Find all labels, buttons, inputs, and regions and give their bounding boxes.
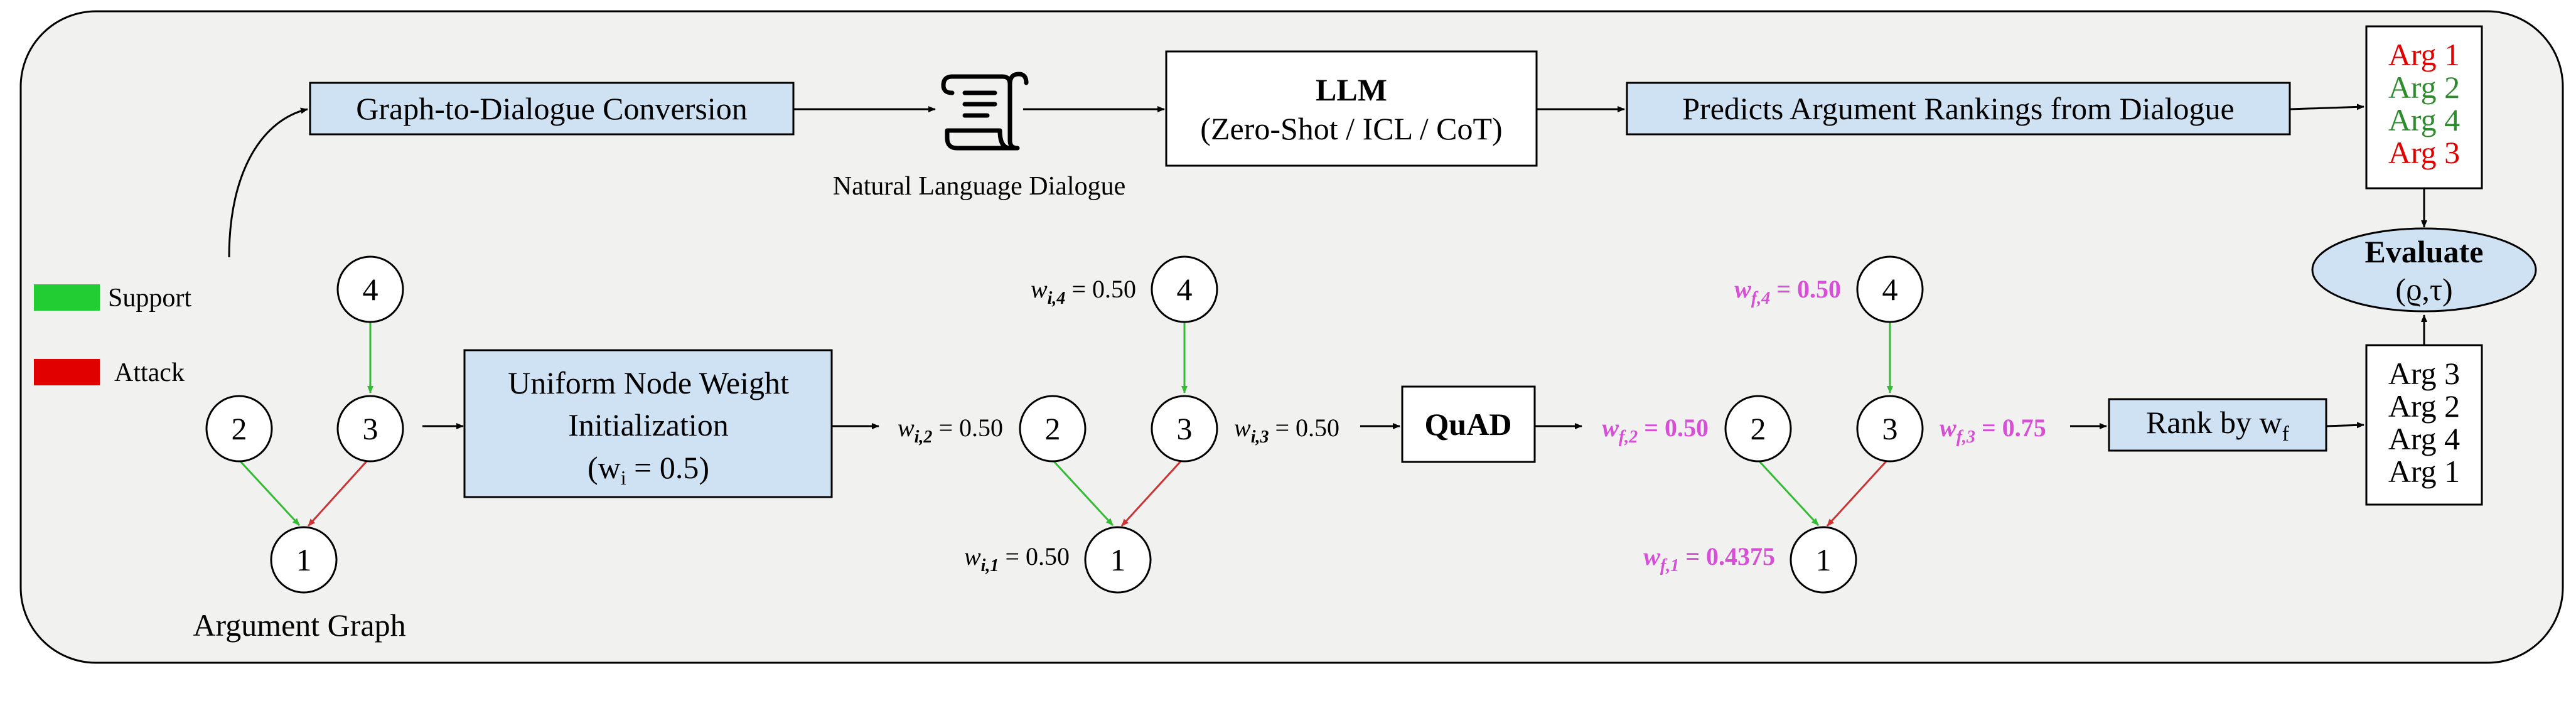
support-edge [1051, 459, 1114, 527]
legend-attack-label: Attack [114, 358, 185, 387]
evaluate-node: Evaluate (ϱ,τ) [2311, 227, 2537, 313]
graph-node: 3 [1151, 395, 1218, 463]
support-edge [1757, 459, 1820, 527]
rank-by-label: Rank by wf [2146, 405, 2290, 446]
svg-text:2: 2 [1751, 411, 1766, 446]
support-edge [238, 459, 301, 527]
attack-edge [307, 459, 368, 527]
scroll-icon [941, 72, 1029, 151]
predicts-box: Predicts Argument Rankings from Dialogue [1626, 82, 2291, 136]
initial-weight-1: wi,1 = 0.50 [964, 542, 1070, 576]
graph-node: 3 [336, 395, 404, 463]
predicts-label: Predicts Argument Rankings from Dialogue [1682, 91, 2235, 126]
svg-text:3: 3 [363, 411, 378, 446]
uniform-line1: Uniform Node Weight [508, 365, 789, 400]
uniform-line3: (wi = 0.5) [588, 450, 709, 489]
legend-attack-swatch [34, 359, 100, 385]
graph-node: 4 [1151, 255, 1218, 323]
predicted-ranking-item: Arg 1 [2388, 37, 2460, 72]
quad-label: QuAD [1425, 407, 1512, 442]
arrow-rank-to-list [2326, 422, 2364, 429]
graph-node: 1 [1790, 526, 1857, 594]
attack-edge [1120, 459, 1183, 527]
final-weight-graph: 4 2 3 1 wf,4 = 0.50 wf,2 = 0.50 wf,3 = 0… [1602, 255, 2046, 594]
svg-text:1: 1 [1816, 542, 1832, 577]
attack-edge [1826, 459, 1888, 527]
initial-weight-graph: 4 2 3 1 wi,4 = 0.50 wi,2 = 0.50 wi,3 = 0… [898, 255, 1339, 594]
predicted-ranking-item: Arg 4 [2388, 102, 2460, 137]
predicted-ranking-item: Arg 3 [2388, 135, 2460, 170]
predicted-ranking-item: Arg 2 [2388, 70, 2460, 105]
svg-text:4: 4 [363, 272, 378, 307]
final-weight-3: wf,3 = 0.75 [1940, 414, 2046, 447]
quad-ranking-item: Arg 2 [2388, 388, 2460, 424]
graph-node: 2 [1019, 395, 1087, 463]
evaluate-title: Evaluate [2365, 234, 2484, 269]
graph-node: 1 [1084, 526, 1152, 594]
initial-weight-2: wi,2 = 0.50 [898, 414, 1003, 447]
initial-weight-4: wi,4 = 0.50 [1031, 275, 1136, 308]
graph-node: 2 [1724, 395, 1792, 463]
argument-graph-label: Argument Graph [193, 608, 405, 643]
legend: Support Attack [34, 284, 191, 387]
llm-subtitle: (Zero-Shot / ICL / CoT) [1200, 111, 1502, 146]
svg-text:1: 1 [1110, 542, 1126, 577]
svg-text:1: 1 [296, 542, 312, 577]
natural-language-dialogue-label: Natural Language Dialogue [833, 172, 1125, 201]
initial-weight-3: wi,3 = 0.50 [1234, 414, 1339, 447]
svg-text:2: 2 [1045, 411, 1061, 446]
graph-node: 4 [336, 255, 404, 323]
arrow-predicts-to-ranking [2289, 104, 2364, 110]
graph-to-dialogue-label: Graph-to-Dialogue Conversion [356, 91, 747, 126]
rank-by-box: Rank by wf [2108, 398, 2327, 452]
llm-box: LLM (Zero-Shot / ICL / CoT) [1165, 50, 1538, 167]
quad-ranking-item: Arg 4 [2388, 421, 2460, 456]
quad-ranking-box: Arg 3 Arg 2 Arg 4 Arg 1 [2365, 344, 2483, 506]
graph-node: 2 [205, 395, 273, 463]
graph-to-dialogue-box: Graph-to-Dialogue Conversion [309, 82, 795, 136]
final-weight-1: wf,1 = 0.4375 [1643, 542, 1775, 576]
quad-ranking-item: Arg 3 [2388, 356, 2460, 391]
quad-ranking-item: Arg 1 [2388, 454, 2460, 489]
llm-title: LLM [1316, 72, 1387, 107]
quad-box: QuAD [1401, 385, 1536, 463]
svg-text:4: 4 [1882, 272, 1898, 307]
uniform-line2: Initialization [568, 407, 728, 442]
svg-text:2: 2 [232, 411, 247, 446]
final-weight-2: wf,2 = 0.50 [1602, 414, 1709, 447]
graph-node: 1 [270, 526, 338, 594]
graph-node: 4 [1856, 255, 1924, 323]
svg-text:3: 3 [1882, 411, 1898, 446]
final-weight-4: wf,4 = 0.50 [1734, 275, 1841, 308]
predicted-ranking-box: Arg 1 Arg 2 Arg 4 Arg 3 [2365, 25, 2483, 190]
curve-arrow-to-conversion [228, 107, 308, 258]
legend-support-label: Support [108, 284, 191, 313]
evaluate-metrics: (ϱ,τ) [2395, 272, 2452, 307]
graph-node: 3 [1856, 395, 1924, 463]
legend-support-swatch [34, 284, 100, 311]
svg-text:3: 3 [1177, 411, 1193, 446]
argument-graph: 4 2 3 1 Argument Graph [193, 255, 406, 643]
svg-text:4: 4 [1177, 272, 1193, 307]
background-panel [19, 10, 2564, 664]
uniform-init-box: Uniform Node Weight Initialization (wi =… [463, 349, 833, 498]
